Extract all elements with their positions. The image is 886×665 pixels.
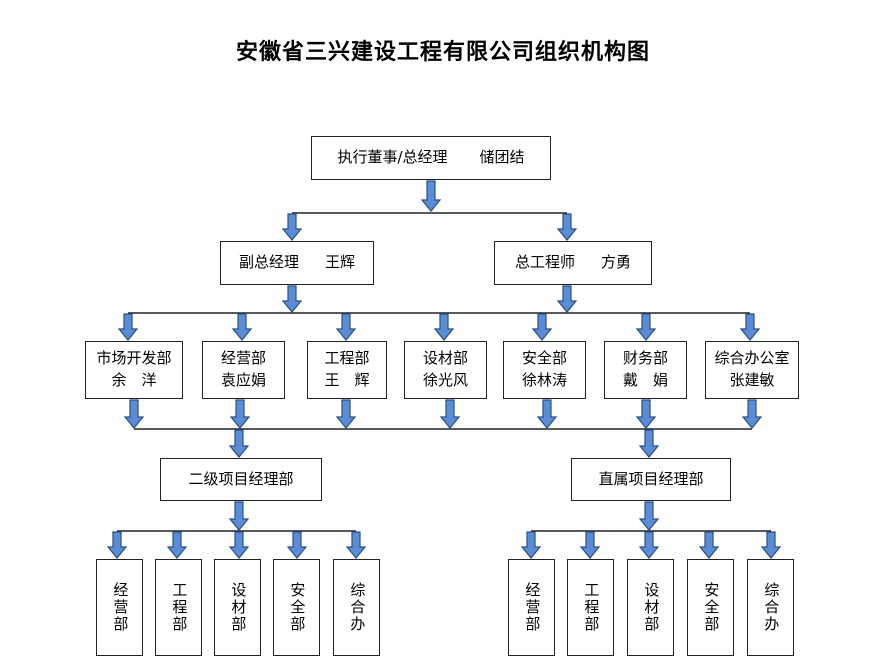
department-name: 设材部 xyxy=(422,349,468,368)
sub-dept-box: 工程部 xyxy=(155,559,202,656)
down-arrow-icon xyxy=(281,213,303,241)
down-arrow-icon xyxy=(536,399,558,429)
down-arrow-icon xyxy=(231,313,253,341)
sub-dept-label: 工程部 xyxy=(170,582,189,633)
project-dept-label: 二级项目经理部 xyxy=(188,469,294,488)
sub-dept-box: 安全部 xyxy=(687,559,734,656)
down-arrow-icon xyxy=(166,531,188,559)
sub-dept-box: 综合办 xyxy=(747,559,794,656)
top-executive-box: 执行董事/总经理 储团结 xyxy=(311,136,551,180)
department-head: 戴 娟 xyxy=(622,371,668,389)
down-arrow-icon xyxy=(439,399,461,429)
top-name: 储团结 xyxy=(479,148,525,167)
department-box: 设材部 徐光风 xyxy=(404,341,487,399)
down-arrow-icon xyxy=(635,313,657,341)
department-box: 工程部 王 辉 xyxy=(307,341,387,399)
down-arrow-icon xyxy=(556,213,578,241)
sub-dept-box: 设材部 xyxy=(627,559,674,656)
sub-dept-label: 安全部 xyxy=(702,582,721,633)
down-arrow-icon xyxy=(760,531,782,559)
down-arrow-icon xyxy=(556,285,578,313)
department-name: 财务部 xyxy=(622,349,668,368)
department-box: 安全部 徐林涛 xyxy=(503,341,586,399)
sub-dept-label: 工程部 xyxy=(582,582,601,633)
sub-dept-label: 经营部 xyxy=(523,582,542,633)
sub-dept-box: 安全部 xyxy=(273,559,320,656)
department-head: 徐光风 xyxy=(422,371,468,389)
down-arrow-icon xyxy=(638,501,660,531)
sub-dept-label: 安全部 xyxy=(288,582,307,633)
down-arrow-icon xyxy=(638,531,660,559)
down-arrow-icon xyxy=(520,531,542,559)
sub-dept-box: 设材部 xyxy=(214,559,261,656)
top-executive-text: 执行董事/总经理 储团结 xyxy=(312,147,550,169)
sub-dept-label: 经营部 xyxy=(111,582,130,633)
down-arrow-icon xyxy=(420,180,442,212)
deputy-role: 副总经理 xyxy=(238,253,299,272)
department-box: 经营部 袁应娟 xyxy=(202,341,285,399)
sub-dept-box: 工程部 xyxy=(567,559,614,656)
department-name: 安全部 xyxy=(521,349,567,368)
top-role: 执行董事/总经理 xyxy=(337,148,448,167)
deputy-role: 总工程师 xyxy=(514,253,575,272)
down-arrow-icon xyxy=(345,531,367,559)
project-dept-label: 直属项目经理部 xyxy=(598,469,704,488)
down-arrow-icon xyxy=(228,501,250,531)
down-arrow-icon xyxy=(228,429,250,458)
down-arrow-icon xyxy=(286,531,308,559)
deputy-name: 王辉 xyxy=(325,253,356,272)
department-box: 财务部 戴 娟 xyxy=(604,341,687,399)
down-arrow-icon xyxy=(579,531,601,559)
department-head: 袁应娟 xyxy=(220,371,266,389)
sub-dept-box: 经营部 xyxy=(96,559,143,656)
down-arrow-icon xyxy=(433,313,455,341)
department-box: 市场开发部 余 洋 xyxy=(85,341,183,399)
down-arrow-icon xyxy=(635,399,657,429)
department-head: 徐林涛 xyxy=(521,371,567,389)
down-arrow-icon xyxy=(741,399,763,429)
sub-dept-box: 经营部 xyxy=(508,559,555,656)
down-arrow-icon xyxy=(106,531,128,559)
down-arrow-icon xyxy=(335,313,357,341)
sub-dept-label: 设材部 xyxy=(642,582,661,633)
down-arrow-icon xyxy=(698,531,720,559)
department-head: 余 洋 xyxy=(111,371,157,389)
sub-dept-box: 综合办 xyxy=(333,559,380,656)
down-arrow-icon xyxy=(229,399,251,429)
down-arrow-icon xyxy=(531,313,553,341)
department-head: 张建敏 xyxy=(729,371,775,389)
department-name: 市场开发部 xyxy=(96,349,172,368)
department-name: 工程部 xyxy=(324,349,370,368)
arrow-group xyxy=(106,180,782,559)
project-dept-box-direct: 直属项目经理部 xyxy=(571,458,731,501)
project-dept-box-secondary: 二级项目经理部 xyxy=(160,458,322,501)
down-arrow-icon xyxy=(739,313,761,341)
down-arrow-icon xyxy=(228,531,250,559)
department-name: 经营部 xyxy=(220,349,266,368)
sub-dept-label: 设材部 xyxy=(229,582,248,633)
down-arrow-icon xyxy=(335,399,357,429)
down-arrow-icon xyxy=(117,313,139,341)
deputy-name: 方勇 xyxy=(601,253,632,272)
deputy-box-deputy-gm: 副总经理 王辉 xyxy=(220,241,374,285)
sub-dept-label: 综合办 xyxy=(762,582,781,633)
deputy-box-chief-engineer: 总工程师 方勇 xyxy=(494,241,652,285)
department-name: 综合办公室 xyxy=(714,349,790,368)
department-head: 王 辉 xyxy=(324,371,370,389)
department-box: 综合办公室 张建敏 xyxy=(705,341,799,399)
sub-dept-label: 综合办 xyxy=(348,582,367,633)
down-arrow-icon xyxy=(281,285,303,313)
page-title: 安徽省三兴建设工程有限公司组织机构图 xyxy=(235,39,650,65)
down-arrow-icon xyxy=(638,429,660,458)
down-arrow-icon xyxy=(123,399,145,429)
